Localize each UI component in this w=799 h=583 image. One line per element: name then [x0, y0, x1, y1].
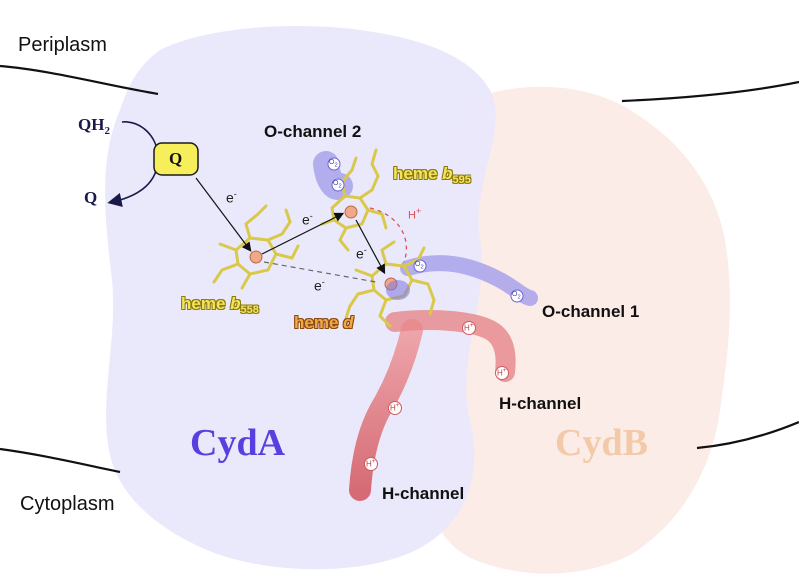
proton-marker: [462, 321, 476, 335]
membrane-left-upper: [0, 64, 159, 96]
o2-marker: [510, 289, 524, 303]
heme-b558-letter: b: [230, 294, 241, 313]
proton-marker: [364, 457, 378, 471]
heme-b595-label: heme b595: [393, 165, 471, 186]
heme-b558-subscript: 558: [240, 304, 259, 316]
qh2-text: QH: [78, 115, 105, 134]
membrane-left-lower: [0, 447, 121, 474]
o2-marker-text: O2: [512, 291, 521, 301]
q-oxidized-label: Q: [84, 188, 98, 207]
h-channel-upper-label: H-channel: [499, 394, 582, 413]
heme-b595-prefix: heme: [393, 164, 443, 183]
electron-arrow-q-to-b558: [195, 177, 252, 252]
proton-dashed-arc: [369, 207, 408, 263]
proton-marker: [495, 366, 509, 380]
proton-marker-text: H+: [366, 458, 376, 469]
heme-d-label: heme d: [294, 314, 354, 331]
o2-marker: [413, 259, 427, 273]
o-channel-1-label: O-channel 1: [542, 302, 640, 321]
heme-b558-prefix: heme: [181, 294, 231, 313]
electron-label-b558-b595: e-: [302, 211, 313, 228]
electron-label-b595-d: e-: [356, 245, 367, 262]
proton-marker-text: H+: [464, 322, 474, 333]
membrane-right-lower: [696, 420, 799, 450]
cytoplasm-label: Cytoplasm: [20, 493, 115, 515]
cyda-surface: [105, 26, 496, 570]
heme-b595-subscript: 595: [452, 174, 471, 186]
quinone-box-label: Q: [169, 149, 183, 168]
heme-b558-structure: [212, 204, 300, 290]
o2-marker-text: O2: [333, 180, 342, 190]
heme-d-prefix: heme: [294, 313, 344, 332]
heme-d-oxygen-site: [386, 280, 410, 300]
heme-d-letter: d: [343, 313, 354, 332]
o2-marker: [327, 157, 341, 171]
proton-marker-text: H+: [497, 367, 507, 378]
o-channel-2-label: O-channel 2: [264, 122, 362, 141]
h-channel-left-path: [349, 319, 423, 501]
proton-transfer-label: H+: [408, 206, 422, 222]
electron-label-q-b558: e-: [226, 189, 237, 206]
heme-b595-letter: b: [442, 164, 453, 183]
heme-b558-label: heme b558: [181, 295, 259, 316]
o2-marker-text: O2: [415, 261, 424, 271]
cydb-label: CydB: [555, 422, 648, 464]
proton-marker: [388, 401, 402, 415]
heme-b558-iron: [249, 250, 263, 264]
proton-marker-text: H+: [390, 402, 400, 413]
electron-arrow-b558-to-b595: [261, 212, 345, 255]
electron-arrow-b595-to-d: [355, 219, 386, 275]
qh2-label: QH2: [78, 116, 110, 137]
cyda-label: CydA: [190, 422, 286, 464]
quinone-box: [153, 142, 199, 176]
h-channel-right-path: [385, 310, 516, 382]
electron-dashed-b558-to-d: [263, 261, 377, 283]
o2-marker-text: O2: [329, 159, 338, 169]
o2-marker: [331, 178, 345, 192]
h-channel-lower-label: H-channel: [382, 484, 465, 503]
cydb-surface: [424, 86, 730, 574]
periplasm-label: Periplasm: [18, 34, 107, 56]
electron-label-b558-d: e-: [314, 277, 325, 294]
qh2-subscript: 2: [104, 125, 110, 137]
heme-b595-iron: [344, 205, 358, 219]
membrane-right-upper: [621, 80, 799, 103]
